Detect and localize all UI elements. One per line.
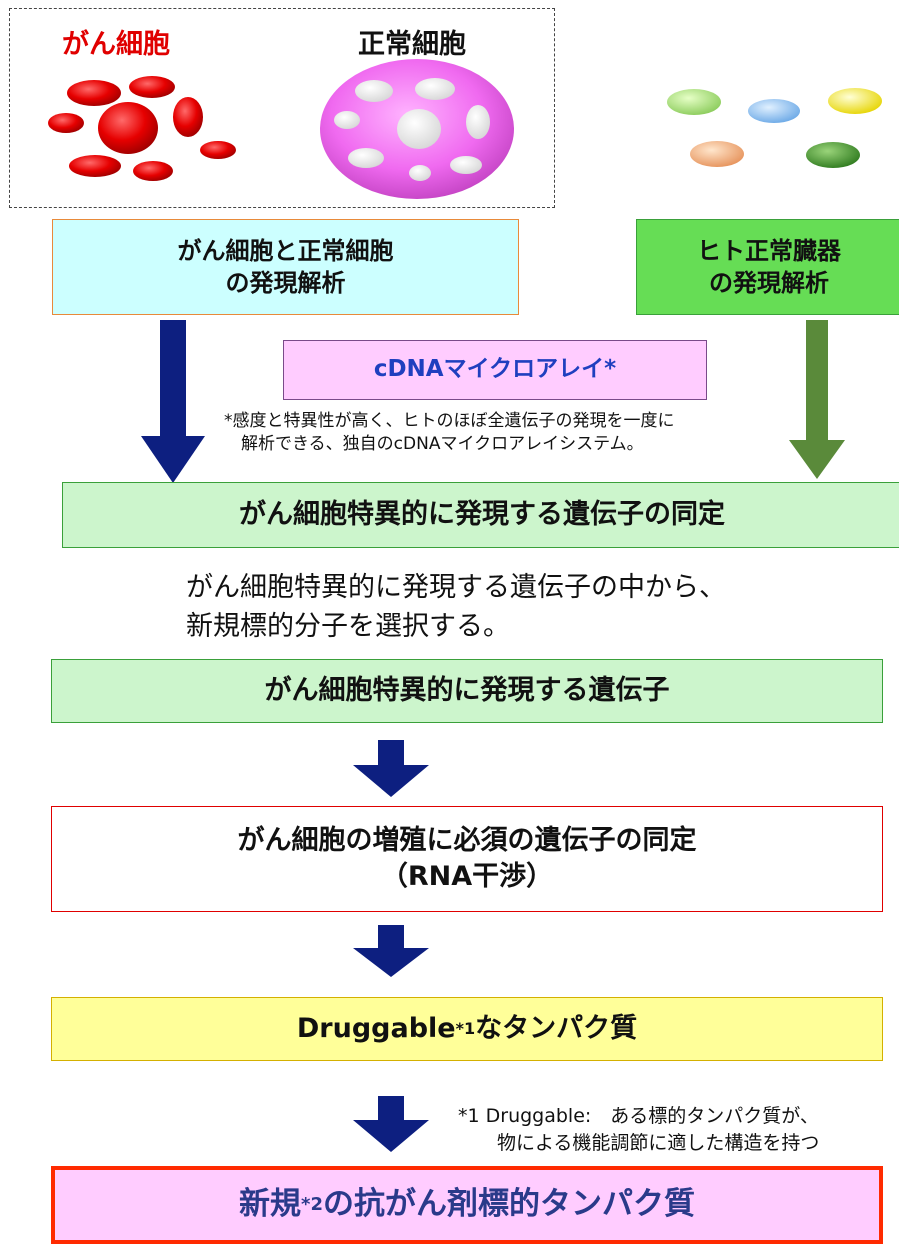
navy-down-arrow-2: [353, 925, 429, 977]
cell-comparison-panel: [9, 8, 555, 208]
identify-specific-genes-label: がん細胞特異的に発現する遺伝子の同定: [239, 498, 725, 530]
essential-genes-box: がん細胞の増殖に必須の遺伝子の同定 （RNA干渉）: [51, 806, 883, 912]
novel-target-label: の抗がん剤標的タンパク質: [322, 1186, 695, 1223]
microarray-footnote-line1: *感度と特異性が高く、ヒトのほぼ全遺伝子の発現を一度に: [224, 411, 675, 431]
cancer-cell-label: がん細胞: [62, 29, 170, 60]
druggable-proteins-box: Druggable*1 なタンパク質: [51, 997, 883, 1061]
navy-down-arrow-3: [353, 1096, 429, 1152]
essential-genes-line2: （RNA干渉）: [380, 861, 554, 892]
cancer-normal-expression-box: がん細胞と正常細胞 の発現解析: [52, 219, 519, 315]
selection-description-line1: がん細胞特異的に発現する遺伝子の中から、: [186, 572, 726, 603]
selection-description: がん細胞特異的に発現する遺伝子の中から、 新規標的分子を選択する。: [186, 568, 726, 646]
navy-down-arrow-1: [353, 740, 429, 797]
normal-organs-line2: の発現解析: [709, 269, 829, 297]
cancer-normal-expression-line2: の発現解析: [225, 269, 346, 297]
microarray-footnote: *感度と特異性が高く、ヒトのほぼ全遺伝子の発現を一度に 解析できる、独自のcDN…: [224, 410, 794, 456]
green-down-arrow-right: [789, 320, 845, 479]
normal-cell-illustration: [320, 59, 514, 199]
selection-description-line2: 新規標的分子を選択する。: [186, 611, 510, 643]
specific-genes-label: がん細胞特異的に発現する遺伝子: [264, 674, 670, 706]
identify-specific-genes-box: がん細胞特異的に発現する遺伝子の同定: [62, 482, 899, 548]
cdna-microarray-label: cDNAマイクロアレイ*: [373, 356, 617, 383]
microarray-footnote-line2: 解析できる、独自のcDNAマイクロアレイシステム。: [241, 433, 644, 454]
druggable-footnote-mark: *1: [455, 1019, 476, 1039]
novel-target-prefix: 新規: [239, 1186, 302, 1223]
normal-cell-label: 正常細胞: [358, 29, 466, 60]
navy-down-arrow-left: [141, 320, 205, 483]
essential-genes-line1: がん細胞の増殖に必須の遺伝子の同定: [237, 824, 697, 856]
specific-genes-box: がん細胞特異的に発現する遺伝子: [51, 659, 883, 723]
normal-organs-line1: ヒト正常臓器: [697, 236, 841, 265]
cancer-cells-illustration: [48, 76, 236, 181]
cdna-microarray-box: cDNAマイクロアレイ*: [283, 340, 707, 400]
druggable-footnote: *1 Druggable: ある標的タンパク質が、 物による機能調節に適した構造…: [458, 1103, 899, 1156]
druggable-label: Druggable: [296, 1012, 456, 1044]
novel-target-footnote-mark: *2: [301, 1193, 323, 1215]
organ-cells-illustration: [667, 88, 882, 168]
druggable-rest-label: なタンパク質: [475, 1012, 638, 1044]
cancer-normal-expression-line1: がん細胞と正常細胞: [177, 236, 394, 265]
druggable-footnote-line1: *1 Druggable: ある標的タンパク質が、: [458, 1105, 819, 1127]
normal-organs-expression-box: ヒト正常臓器 の発現解析: [636, 219, 899, 315]
druggable-footnote-line2: 物による機能調節に適した構造を持つ: [497, 1131, 820, 1154]
